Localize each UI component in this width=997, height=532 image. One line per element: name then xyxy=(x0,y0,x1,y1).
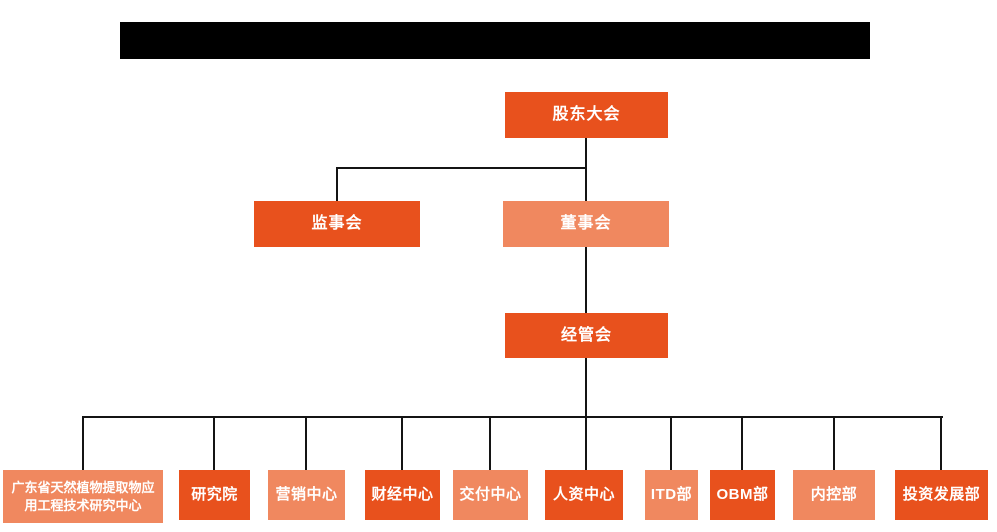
connector-line xyxy=(833,416,835,470)
connector-line xyxy=(585,247,587,313)
org-box-dept-research-center: 广东省天然植物提取物应用工程技术研究中心 xyxy=(3,470,163,523)
connector-line xyxy=(336,167,338,201)
connector-line xyxy=(213,416,215,470)
org-box-dept-marketing-center: 营销中心 xyxy=(268,470,345,520)
org-box-supervisory-board: 监事会 xyxy=(254,201,420,247)
connector-line xyxy=(741,416,743,470)
connector-line xyxy=(82,416,84,470)
org-box-dept-hr-center: 人资中心 xyxy=(545,470,623,520)
org-box-dept-obm: OBM部 xyxy=(710,470,775,520)
connector-line xyxy=(305,416,307,470)
org-box-dept-internal-control: 内控部 xyxy=(793,470,875,520)
connector-line xyxy=(489,416,491,470)
connector-line xyxy=(670,416,672,470)
connector-line xyxy=(585,416,587,470)
org-box-dept-finance-center: 财经中心 xyxy=(365,470,440,520)
org-box-dept-investment-development: 投资发展部 xyxy=(895,470,988,520)
connector-bus-line xyxy=(83,416,943,418)
redacted-title-bar xyxy=(120,22,870,59)
connector-line xyxy=(401,416,403,470)
org-box-shareholders-meeting: 股东大会 xyxy=(505,92,668,138)
org-box-board-of-directors: 董事会 xyxy=(503,201,669,247)
org-box-dept-itd: ITD部 xyxy=(645,470,698,520)
org-box-dept-delivery-center: 交付中心 xyxy=(453,470,528,520)
connector-line xyxy=(585,138,587,201)
connector-line xyxy=(940,416,942,470)
org-box-management-committee: 经管会 xyxy=(505,313,668,358)
connector-line xyxy=(585,357,587,418)
connector-line xyxy=(336,167,587,169)
org-box-dept-research-institute: 研究院 xyxy=(179,470,250,520)
